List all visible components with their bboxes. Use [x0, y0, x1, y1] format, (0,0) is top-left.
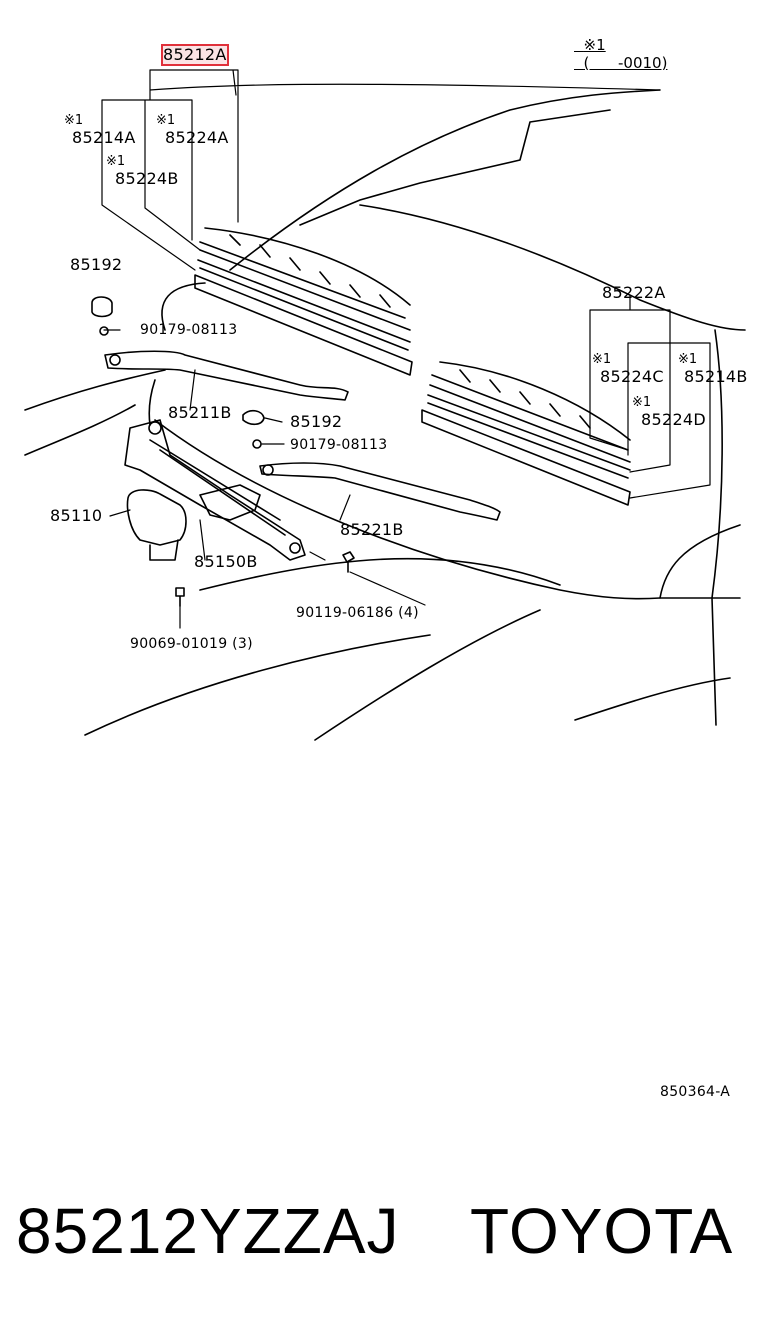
note-mark-85224D: ※1 [632, 395, 652, 410]
part-label-90069[interactable]: 90069-01019 (3) [130, 636, 253, 652]
right-arm [259, 462, 501, 521]
fender-line [24, 404, 136, 456]
part-label-90119[interactable]: 90119-06186 (4) [296, 605, 419, 621]
right-blade-back [439, 361, 631, 441]
wiper-motor [126, 489, 187, 546]
legend-mark: ※1 [583, 36, 606, 54]
note-mark-85224B: ※1 [106, 154, 126, 169]
bolt-90119 [342, 551, 355, 573]
cap-85192-right [242, 409, 265, 426]
left-blade-rubber [194, 274, 413, 376]
part-label-85211B[interactable]: 85211B [168, 403, 232, 422]
leaders [101, 69, 711, 629]
part-label-85192-right[interactable]: 85192 [290, 412, 343, 431]
legend-note: ※1 ( -0010) [574, 18, 668, 72]
linkage-plate [199, 484, 261, 521]
linkage-rod [149, 439, 286, 536]
left-blade-claws [229, 234, 391, 308]
part-label-85224A[interactable]: 85224A [165, 128, 229, 147]
part-label-85214A[interactable]: 85214A [72, 128, 136, 147]
right-blade-rubber [421, 409, 631, 506]
left-blade-bar [199, 241, 411, 331]
body-lower [154, 419, 741, 600]
linkage-main [124, 419, 306, 561]
bolt-90069 [175, 587, 185, 607]
pillar [711, 329, 723, 726]
left-arm [104, 350, 349, 401]
left-blade-refill [197, 259, 411, 351]
part-label-85214B[interactable]: 85214B [684, 367, 748, 386]
windshield-frame [299, 109, 611, 226]
note-mark-85224A: ※1 [156, 113, 176, 128]
right-blade-claws [459, 369, 591, 429]
right-blade-bar [429, 374, 631, 463]
footer-part-number: 85212YZZAJ [16, 1195, 400, 1267]
part-label-85224D[interactable]: 85224D [641, 410, 707, 429]
diagram-code: 850364-A [660, 1084, 731, 1100]
right-blade-refill [427, 394, 631, 479]
part-label-85110[interactable]: 85110 [50, 506, 103, 525]
part-label-85224C[interactable]: 85224C [600, 367, 664, 386]
part-label-90179-left[interactable]: 90179-08113 [140, 322, 238, 338]
part-label-85212A[interactable]: 85212A [161, 44, 229, 66]
note-mark-85214B: ※1 [678, 352, 698, 367]
cap-85192-left [91, 296, 113, 318]
left-blade-back [204, 227, 411, 306]
body-crease [199, 557, 561, 591]
door-line [314, 609, 541, 741]
part-label-85222A[interactable]: 85222A [602, 283, 666, 302]
part-label-90179-right[interactable]: 90179-08113 [290, 437, 388, 453]
hood-outline [229, 89, 661, 271]
part-label-85150B[interactable]: 85150B [194, 552, 258, 571]
part-label-85192-left[interactable]: 85192 [70, 255, 123, 274]
windshield-edge [359, 204, 746, 331]
legend-range: ( -0010) [583, 54, 668, 72]
footer-brand: TOYOTA [470, 1195, 734, 1267]
cowl-line [24, 369, 166, 411]
body-bottom [84, 634, 431, 736]
cowl-edge [659, 524, 741, 599]
dash-curve2 [148, 379, 156, 426]
part-label-85224B[interactable]: 85224B [115, 169, 179, 188]
part-label-85221B[interactable]: 85221B [340, 520, 404, 539]
note-mark-85224C: ※1 [592, 352, 612, 367]
note-mark-85214A: ※1 [64, 113, 84, 128]
rear-line [574, 677, 731, 721]
